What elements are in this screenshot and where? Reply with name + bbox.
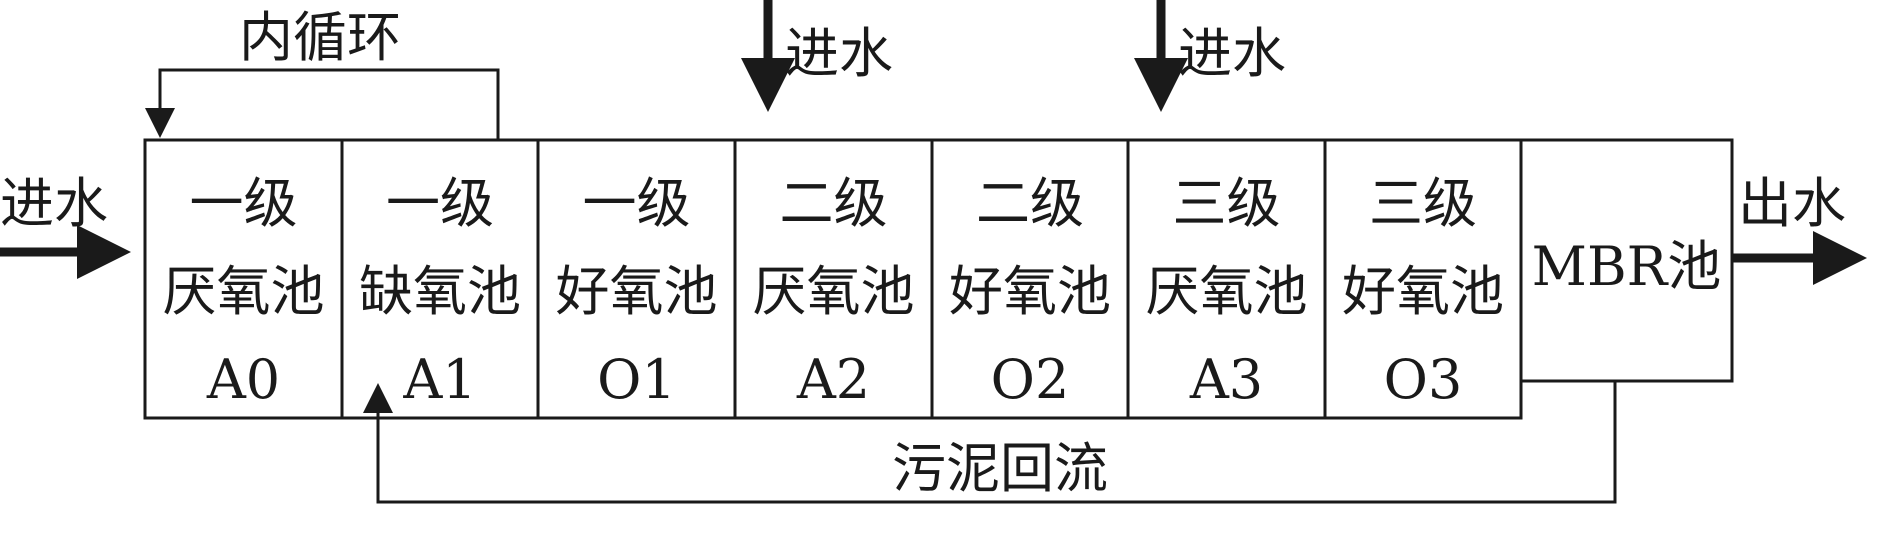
tank-a3-box <box>1126 138 1327 420</box>
tank-o1-code: O1 <box>597 348 676 411</box>
tank-o1-stage: 一级 <box>583 172 691 235</box>
tank-o1: 一级 好氧池 O1 <box>536 138 737 420</box>
tank-a0-box <box>143 138 344 420</box>
internal-recycle: 内循环 <box>145 6 500 140</box>
tank-a3-type: 厌氧池 <box>1146 260 1308 323</box>
tank-a1: 一级 缺氧池 A1 <box>340 138 540 420</box>
tank-o2-box <box>930 138 1130 420</box>
tank-mbr-label: MBR池 <box>1532 235 1722 298</box>
sludge-return-arrow <box>363 381 1617 504</box>
inlet-top-1: 进水 <box>741 0 893 112</box>
inlet-left: 进水 <box>0 172 131 279</box>
tank-o3: 三级 好氧池 O3 <box>1323 138 1523 420</box>
tank-a3-code: A3 <box>1189 348 1263 411</box>
tank-a3-stage: 三级 <box>1173 172 1281 235</box>
inlet-top-2: 进水 <box>1134 0 1286 112</box>
sludge-return: 污泥回流 <box>363 381 1617 504</box>
tank-o3-code: O3 <box>1384 348 1463 411</box>
sludge-return-label: 污泥回流 <box>892 437 1108 500</box>
inlet-top-2-label: 进水 <box>1178 22 1286 85</box>
tank-o1-box <box>536 138 737 420</box>
tank-o1-type: 好氧池 <box>556 260 718 323</box>
tank-a1-stage: 一级 <box>386 172 494 235</box>
outlet-label: 出水 <box>1738 172 1846 235</box>
tank-o3-box <box>1323 138 1523 420</box>
internal-recycle-arrow <box>145 68 500 140</box>
inlet-left-label: 进水 <box>0 172 108 235</box>
tank-a2-box <box>733 138 934 420</box>
tank-a2-code: A2 <box>796 348 870 411</box>
tank-a2-stage: 二级 <box>780 172 888 235</box>
tank-a0: 一级 厌氧池 A0 <box>143 138 344 420</box>
tank-o3-type: 好氧池 <box>1342 260 1504 323</box>
tank-a1-code: A1 <box>402 348 476 411</box>
tank-a3: 三级 厌氧池 A3 <box>1126 138 1327 420</box>
outlet: 出水 <box>1732 172 1867 285</box>
tank-o3-stage: 三级 <box>1369 172 1477 235</box>
tank-a2-type: 厌氧池 <box>753 260 915 323</box>
inlet-top-1-label: 进水 <box>785 22 893 85</box>
tank-o2-stage: 二级 <box>976 172 1084 235</box>
tank-o2-type: 好氧池 <box>949 260 1111 323</box>
internal-recycle-label: 内循环 <box>239 6 401 69</box>
tank-a0-type: 厌氧池 <box>163 260 325 323</box>
tank-a0-stage: 一级 <box>190 172 298 235</box>
tank-a1-type: 缺氧池 <box>359 260 521 323</box>
tank-o2-code: O2 <box>991 348 1070 411</box>
tank-mbr-box <box>1519 138 1734 383</box>
tank-a0-code: A0 <box>206 348 280 411</box>
tank-mbr: MBR池 <box>1519 138 1734 383</box>
tank-a1-box <box>340 138 540 420</box>
tank-a2: 二级 厌氧池 A2 <box>733 138 934 420</box>
tank-o2: 二级 好氧池 O2 <box>930 138 1130 420</box>
